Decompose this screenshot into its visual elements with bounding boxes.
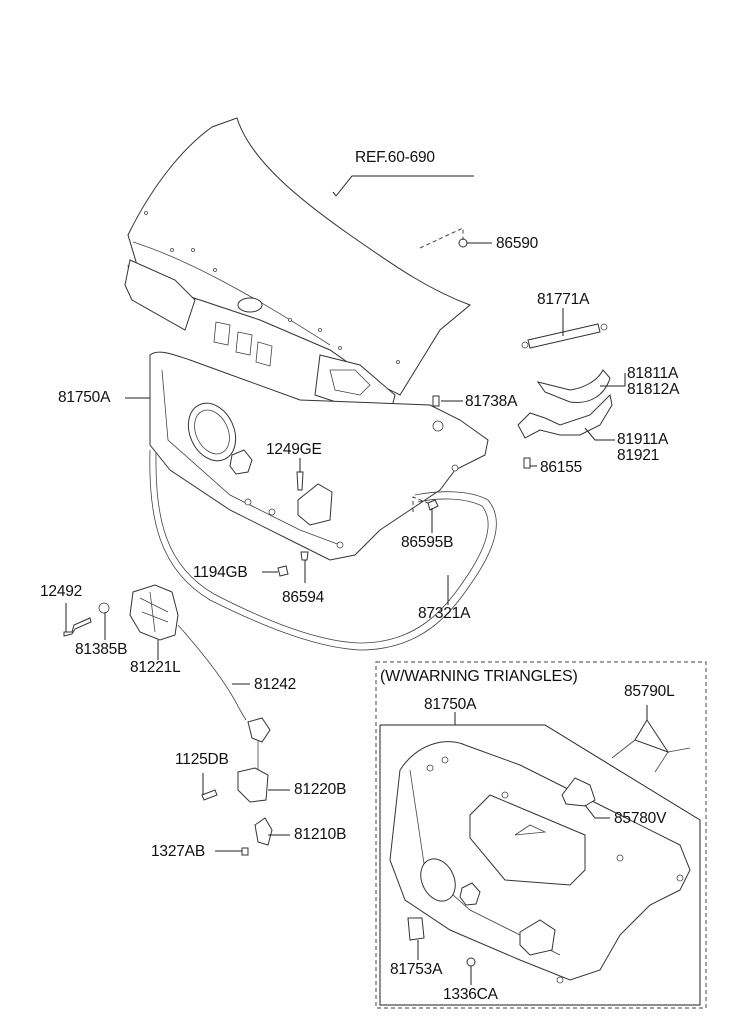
label-12492: 12492 — [40, 583, 83, 600]
trunk-striker — [241, 817, 273, 856]
label-81921: 81921 — [617, 447, 660, 464]
clip-1194GB — [277, 565, 289, 577]
label-81738A: 81738A — [465, 393, 518, 410]
gas-strut — [521, 323, 608, 349]
label-81385B: 81385B — [75, 641, 128, 658]
bolt-86595B — [427, 499, 439, 511]
clip-86594 — [300, 551, 309, 561]
label-81812A: 81812A — [627, 381, 680, 398]
label-1249GE: 1249GE — [266, 441, 322, 458]
trunk-latch — [201, 717, 271, 803]
label-81750A: 81750A — [58, 389, 111, 406]
label-1125DB: 1125DB — [175, 751, 229, 768]
label-81220B: 81220B — [294, 781, 347, 798]
warning-triangle-inset — [375, 661, 707, 1009]
clip-86590 — [458, 238, 468, 248]
release-cable — [177, 624, 247, 721]
label-81210B: 81210B — [294, 826, 347, 843]
hinge-cover — [536, 369, 611, 404]
screw-1249GE — [296, 471, 304, 491]
label-ref-60-690: REF.60-690 — [355, 149, 435, 166]
label-1336CA: 1336CA — [443, 986, 498, 1003]
label-81811A: 81811A — [627, 365, 679, 382]
label-86595B: 86595B — [401, 534, 454, 551]
label-87321A: 87321A — [418, 605, 471, 622]
inset-title: (W/WARNING TRIANGLES) — [380, 668, 578, 685]
bolt-86155 — [523, 457, 531, 469]
trunk-lid-trim — [149, 351, 489, 561]
trunk-hinge — [517, 393, 613, 439]
label-81753A: 81753A — [390, 961, 443, 978]
leader-lines — [65, 175, 626, 852]
label-1327AB: 1327AB — [151, 843, 205, 860]
weatherstrip — [149, 449, 497, 651]
label-86155: 86155 — [540, 459, 583, 476]
label-81221L: 81221L — [130, 659, 181, 676]
bumper-stopper — [432, 395, 440, 407]
label-86590: 86590 — [496, 235, 539, 252]
label-81242: 81242 — [254, 676, 297, 693]
label-1194GB: 1194GB — [193, 564, 248, 581]
trunk-lid-actuator — [63, 584, 179, 641]
label-81771A: 81771A — [537, 291, 590, 308]
label-85790L: 85790L — [624, 683, 675, 700]
label-85780V: 85780V — [614, 810, 667, 827]
label-81911A: 81911A — [617, 431, 669, 448]
label-86594: 86594 — [282, 589, 325, 606]
inset-label-81750A: 81750A — [424, 696, 477, 713]
trunk-lid-panel — [124, 117, 471, 416]
